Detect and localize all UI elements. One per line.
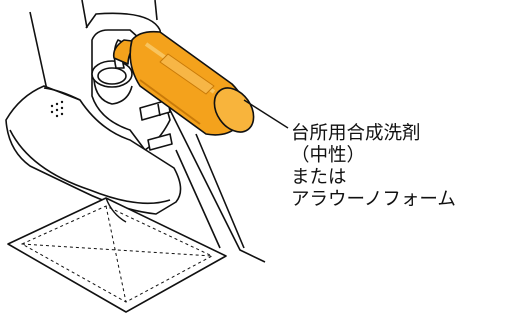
callout-line-3: または — [291, 167, 347, 188]
front-cover — [5, 85, 182, 215]
callout-line-1: 台所用合成洗剤 — [291, 123, 421, 144]
callout-leader-line — [243, 99, 289, 129]
callout-line-2: （中性） — [291, 145, 366, 166]
detergent-bottle-icon — [112, 30, 255, 136]
cleaning-cloth-icon — [7, 197, 227, 313]
vent-dots — [50, 100, 64, 118]
callout-label: 台所用合成洗剤 （中性） または アラウーノフォーム — [291, 123, 456, 211]
callout-line-4: アラウーノフォーム — [291, 189, 456, 210]
